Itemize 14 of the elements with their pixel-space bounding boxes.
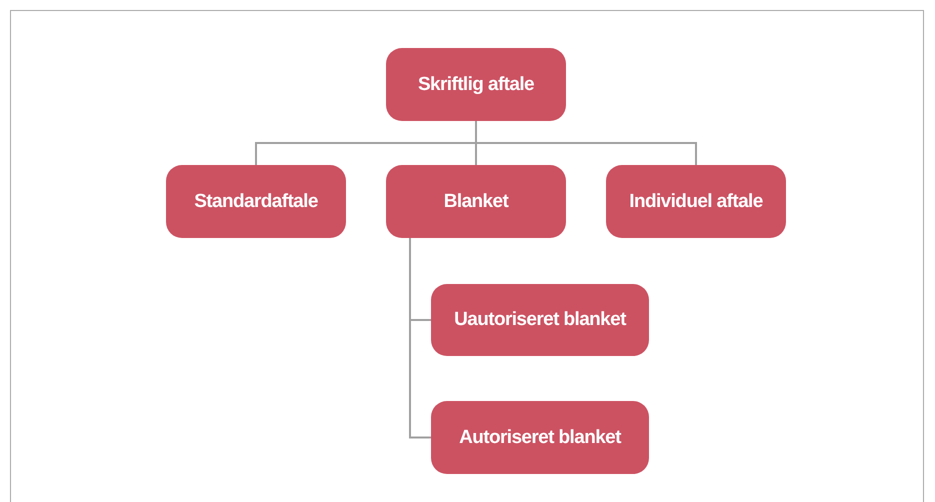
rounded-box xyxy=(166,165,346,238)
connector-line xyxy=(475,121,697,165)
box-label: Autoriseret blanket xyxy=(459,426,621,448)
box-label: Individuel aftale xyxy=(629,190,763,212)
rounded-box xyxy=(431,401,649,474)
rounded-box xyxy=(386,48,566,121)
box-label: Standardaftale xyxy=(194,190,318,212)
rounded-box xyxy=(606,165,786,238)
rounded-box xyxy=(431,284,649,356)
box-label: Blanket xyxy=(444,190,508,212)
box-label: Uautoriseret blanket xyxy=(454,309,626,331)
rounded-box xyxy=(386,165,566,238)
box-label: Skriftlig aftale xyxy=(418,74,534,96)
connector-line xyxy=(409,238,431,438)
